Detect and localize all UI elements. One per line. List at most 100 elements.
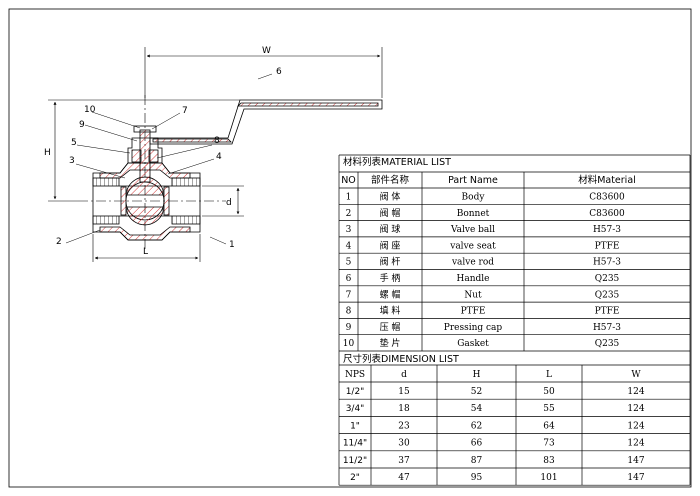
dimension-list-cell: 124 xyxy=(627,404,644,414)
dimension-list-cell: 30 xyxy=(398,439,410,449)
material-list-cell: 手 柄 xyxy=(380,272,401,284)
material-list-cell: PTFE xyxy=(595,241,620,251)
material-list-cell: 填 料 xyxy=(380,305,401,317)
dimension-list-header: L xyxy=(546,370,552,380)
material-list-cell: 4 xyxy=(346,241,352,251)
material-list-cell: 阀 帽 xyxy=(380,207,401,219)
material-list-cell: H57-3 xyxy=(593,323,621,333)
dimension-list-cell: 23 xyxy=(398,421,410,431)
callout-3: 3 xyxy=(69,156,75,166)
material-list-cell: 9 xyxy=(346,323,352,333)
material-list-cell: 垫 片 xyxy=(380,337,401,349)
dim-label-d: d xyxy=(226,198,232,208)
dim-label-l: L xyxy=(143,247,148,257)
material-list-cell: Q235 xyxy=(595,274,620,284)
dimension-list-cell: 52 xyxy=(471,387,482,397)
dim-label-h: H xyxy=(44,148,51,158)
dimension-list-header: H xyxy=(473,370,481,380)
callout-1: 1 xyxy=(229,240,235,250)
dimension-list-cell: 55 xyxy=(543,404,555,414)
material-list-cell: 阀 座 xyxy=(380,239,401,251)
dimension-list-cell: 66 xyxy=(471,439,483,449)
dimension-list-cell: 50 xyxy=(543,387,555,397)
material-list-cell: Q235 xyxy=(595,339,620,349)
dimension-list-cell: 11/4" xyxy=(343,439,367,449)
material-list-header: Part Name xyxy=(448,175,498,186)
dimension-lines xyxy=(53,47,383,262)
material-list-cell: 压 帽 xyxy=(380,321,401,333)
material-list-cell: PTFE xyxy=(461,307,486,317)
dimension-list-cell: 15 xyxy=(398,387,410,397)
material-list-cell: H57-3 xyxy=(593,258,621,268)
material-list-cell: 5 xyxy=(346,258,352,268)
material-list-cell: 螺 帽 xyxy=(380,288,401,300)
material-list-header: 部件名称 xyxy=(371,174,410,186)
callout-5: 5 xyxy=(71,138,77,148)
dimension-list-cell: 87 xyxy=(471,456,483,466)
dimension-list-cell: 147 xyxy=(627,473,644,483)
material-list-cell: C83600 xyxy=(589,193,625,203)
material-list-cell: Body xyxy=(462,193,486,203)
material-list-cell: Bonnet xyxy=(457,209,490,219)
material-list-title: 材料列表MATERIAL LIST xyxy=(343,156,451,168)
dimension-list-cell: 1/2" xyxy=(346,387,365,397)
material-list-cell: 7 xyxy=(346,290,352,300)
dimension-list-cell: 11/2" xyxy=(343,456,367,466)
valve-drawing xyxy=(48,95,383,250)
dimension-list-cell: 83 xyxy=(543,456,555,466)
dimension-list-header: d xyxy=(401,370,407,380)
dimension-list-cell: 95 xyxy=(471,473,483,483)
dimension-list-title: 尺寸列表DIMENSION LIST xyxy=(343,353,459,365)
dimension-list-cell: 101 xyxy=(540,473,557,483)
callout-leaders xyxy=(65,73,273,245)
material-list-cell: 2 xyxy=(346,209,352,219)
dimension-list-cell: 124 xyxy=(627,421,644,431)
dimension-list-cell: 147 xyxy=(627,456,644,466)
callout-8: 8 xyxy=(214,136,220,146)
material-list-cell: H57-3 xyxy=(593,225,621,235)
dimension-list-cell: 54 xyxy=(471,404,483,414)
dimension-list-cell: 73 xyxy=(543,439,555,449)
material-list-cell: Handle xyxy=(457,274,490,284)
callout-4: 4 xyxy=(216,152,222,162)
dimension-list-cell: 1" xyxy=(350,421,360,431)
material-list-header: 材料Material xyxy=(578,174,636,186)
material-list-cell: Valve ball xyxy=(450,225,495,235)
dimension-list-cell: 64 xyxy=(543,421,555,431)
frame-border xyxy=(8,8,692,488)
callout-7: 7 xyxy=(182,106,188,116)
material-list-cell: 1 xyxy=(346,193,352,203)
material-list-cell: C83600 xyxy=(589,209,625,219)
material-list-cell: 阀 杆 xyxy=(380,256,401,268)
material-list-cell: Nut xyxy=(464,290,482,300)
dimension-list-cell: 124 xyxy=(627,387,644,397)
dimension-list-cell: 37 xyxy=(398,456,410,466)
callout-2: 2 xyxy=(56,237,62,247)
dimension-list-cell: 2" xyxy=(350,473,360,483)
callout-6: 6 xyxy=(276,67,282,77)
material-list-cell: 8 xyxy=(346,307,352,317)
material-list-cell: 10 xyxy=(343,339,355,349)
callout-10: 10 xyxy=(84,105,96,115)
material-list-cell: Pressing cap xyxy=(444,323,503,333)
material-list-cell: 6 xyxy=(346,274,352,284)
dimension-list-cell: 62 xyxy=(471,421,482,431)
dimension-list-cell: 3/4" xyxy=(346,404,365,414)
tables: 材料列表MATERIAL LIST NO 部件名称 Part Name 材料Materi… xyxy=(338,154,691,486)
material-list-cell: valve rod xyxy=(451,258,494,268)
callout-9: 9 xyxy=(79,120,85,130)
material-list-cell: PTFE xyxy=(595,307,620,317)
material-list-cell: 3 xyxy=(346,225,352,235)
dim-label-w: W xyxy=(262,46,271,56)
dimension-list-header: W xyxy=(631,370,641,380)
material-list-header: NO xyxy=(341,175,356,186)
material-list-cell: 阀 球 xyxy=(380,223,401,235)
material-list-cell: Gasket xyxy=(457,339,489,349)
dimension-list-cell: 124 xyxy=(627,439,644,449)
material-list-cell: 阀 体 xyxy=(380,191,401,203)
material-list-cell: valve seat xyxy=(449,241,496,251)
dimension-list-cell: 47 xyxy=(398,473,410,483)
dimension-list-cell: 18 xyxy=(398,404,410,414)
material-list-cell: Q235 xyxy=(595,290,620,300)
